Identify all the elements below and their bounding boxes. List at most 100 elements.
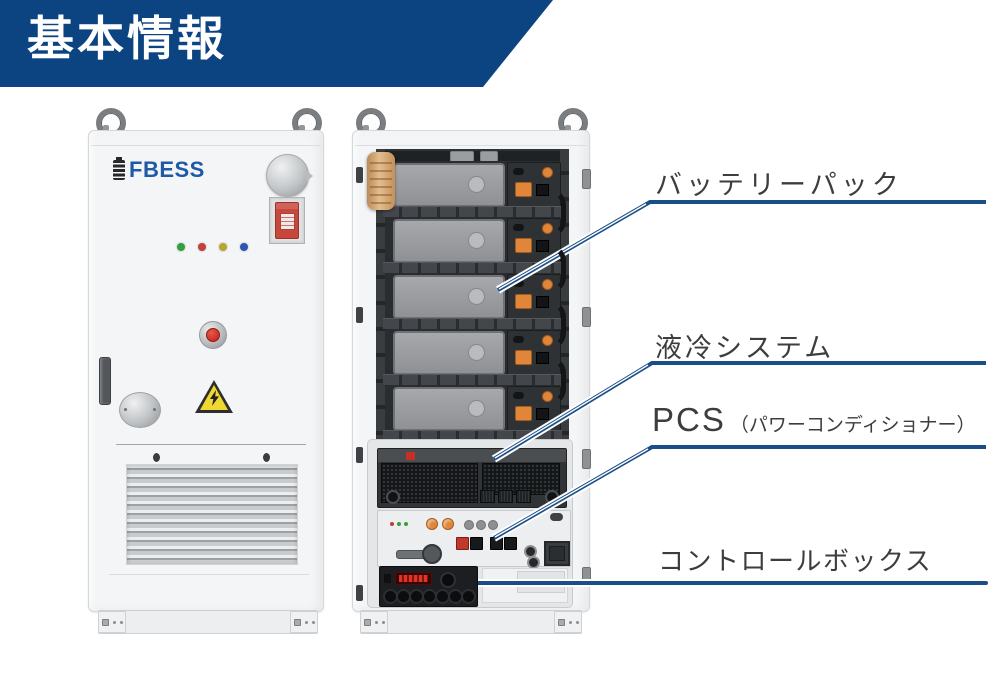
liquid-cooling-unit	[377, 448, 567, 508]
door-lock-oval	[119, 392, 161, 428]
callout-label: 液冷システム	[655, 333, 835, 363]
battery-pack	[383, 161, 566, 237]
battery-compartment	[367, 149, 569, 441]
door-hinge	[582, 567, 591, 587]
status-led-red	[198, 243, 206, 251]
interpack-cable	[546, 301, 566, 349]
cooling-connector	[480, 490, 495, 503]
equipment-bay	[367, 439, 573, 608]
vent-valve	[513, 168, 524, 175]
switch-label	[280, 212, 295, 230]
orange-connector-large	[515, 182, 532, 197]
status-led-blue	[240, 243, 248, 251]
vent-valve	[513, 392, 524, 399]
emergency-stop-button	[199, 321, 227, 349]
pcs-dc-connector	[456, 537, 469, 550]
orange-connector-large	[515, 238, 532, 253]
coolant-pipe-fitting	[367, 152, 395, 210]
cable-gland	[461, 589, 476, 604]
cooling-vent-mesh	[381, 463, 478, 503]
callout-label-sub: （パワーコンディショナー）	[729, 415, 976, 436]
pcs-gray-button	[488, 520, 498, 530]
pcs-gray-button	[464, 520, 474, 530]
door-hinge	[356, 167, 363, 183]
pcs-display	[544, 541, 570, 566]
base-bolt-plate	[360, 611, 388, 633]
wiring-panel	[482, 568, 568, 603]
control-box-unit	[379, 566, 478, 607]
callout-label: PCS	[652, 401, 726, 438]
pcs-orange-connector	[426, 518, 438, 530]
control-knob	[440, 572, 456, 588]
battery-pack	[383, 329, 566, 405]
cabinet-base	[360, 610, 582, 634]
base-bolt-plate	[98, 611, 126, 633]
battery-icon	[113, 157, 125, 180]
ventilation-grille	[126, 464, 298, 565]
pcs-orange-connector	[442, 518, 454, 530]
top-seam	[91, 140, 321, 146]
interpack-cable	[546, 189, 566, 237]
coolant-port	[386, 490, 400, 504]
mounting-rail	[383, 262, 562, 273]
pcs-unit	[377, 510, 571, 569]
battery-pack-cap	[468, 288, 486, 305]
black-connector	[536, 408, 549, 420]
callout-label: バッテリーパック	[655, 170, 903, 200]
pcs-gray-button	[476, 520, 486, 530]
battery-pack-lid	[393, 275, 505, 319]
pcs-dc-connector	[470, 537, 483, 550]
disconnect-switch-hub	[422, 544, 442, 564]
closed-cabinet-body: FBESS	[88, 130, 324, 612]
callout-pcs: PCS （パワーコンディショナー）	[652, 401, 976, 439]
battery-pack-lid	[393, 387, 505, 431]
battery-pack-cap	[468, 176, 486, 193]
base-bolt-plate	[554, 611, 582, 633]
battery-pack-cap	[468, 344, 486, 361]
orange-connector-small	[542, 167, 553, 178]
status-led-row	[177, 243, 248, 251]
brand-logo: FBESS	[113, 157, 205, 183]
cooling-connector	[516, 490, 531, 503]
battery-pack	[383, 385, 562, 441]
high-voltage-warning-icon	[195, 380, 233, 413]
control-led-display	[395, 572, 432, 585]
cooling-connector	[498, 490, 513, 503]
door-hinge	[356, 447, 363, 463]
vent-valve	[513, 280, 524, 287]
door-seam	[109, 574, 309, 575]
mounting-rail	[383, 318, 562, 329]
callout-battery-pack: バッテリーパック	[655, 163, 903, 202]
screw	[263, 453, 270, 462]
header-banner: 基本情報	[0, 0, 553, 87]
mounting-rail	[383, 374, 562, 385]
screw	[153, 453, 160, 462]
fire-suppression-box	[269, 197, 305, 244]
mounting-rail-right	[560, 149, 569, 439]
vent-valve	[513, 336, 524, 343]
door-hinge	[356, 585, 363, 601]
door-hinge	[582, 307, 591, 327]
interpack-cable	[546, 357, 566, 405]
orange-connector-large	[515, 350, 532, 365]
door-handle	[99, 357, 111, 405]
pcs-ac-connector	[504, 537, 517, 550]
callout-liquid-cooling: 液冷システム	[655, 326, 834, 365]
pcs-vent	[550, 513, 563, 521]
battery-pack-cap	[468, 400, 486, 417]
brand-name: FBESS	[129, 157, 205, 182]
callout-label: コントロールボックス	[658, 546, 933, 576]
cabinet-base	[98, 610, 318, 634]
status-led-yellow	[219, 243, 227, 251]
door-seam	[116, 444, 306, 445]
door-hinge	[582, 169, 591, 189]
door-hinge	[356, 307, 363, 323]
door-hinge	[582, 449, 591, 469]
coolant-port	[545, 490, 559, 504]
battery-pack-lid	[393, 163, 505, 207]
callout-control-box: コントロールボックス	[658, 541, 932, 578]
open-cabinet-body	[352, 130, 591, 612]
door-lock-disc	[266, 154, 313, 197]
pcs-led	[390, 522, 394, 526]
